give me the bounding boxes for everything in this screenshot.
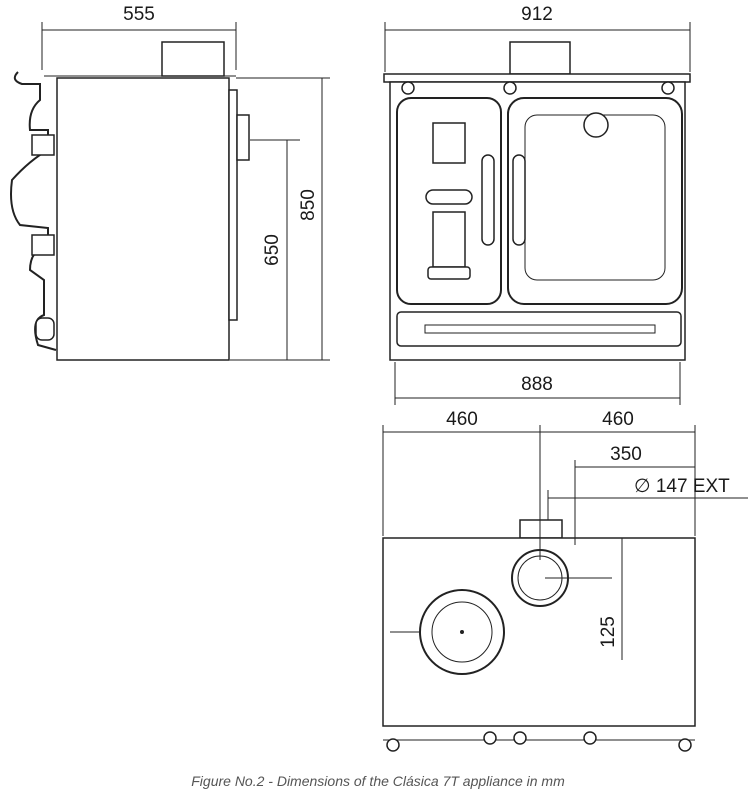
flue-height-label: 650 xyxy=(262,234,283,266)
front-bottom-width-label: 888 xyxy=(521,374,553,395)
total-height-label: 850 xyxy=(298,189,319,221)
front-top-width-label: 912 xyxy=(521,4,553,25)
side-view xyxy=(10,22,330,361)
top-left-half-label: 460 xyxy=(446,409,478,430)
flue-depth-label: 125 xyxy=(598,616,619,648)
side-width-label: 555 xyxy=(123,4,155,25)
flue-diameter-label: ∅ 147 EXT xyxy=(634,476,730,497)
top-right-half-label: 460 xyxy=(602,409,634,430)
top-view xyxy=(382,425,748,752)
front-view xyxy=(383,22,691,405)
flue-offset-label: 350 xyxy=(610,444,642,465)
figure-caption: Figure No.2 - Dimensions of the Clásica … xyxy=(191,773,565,789)
